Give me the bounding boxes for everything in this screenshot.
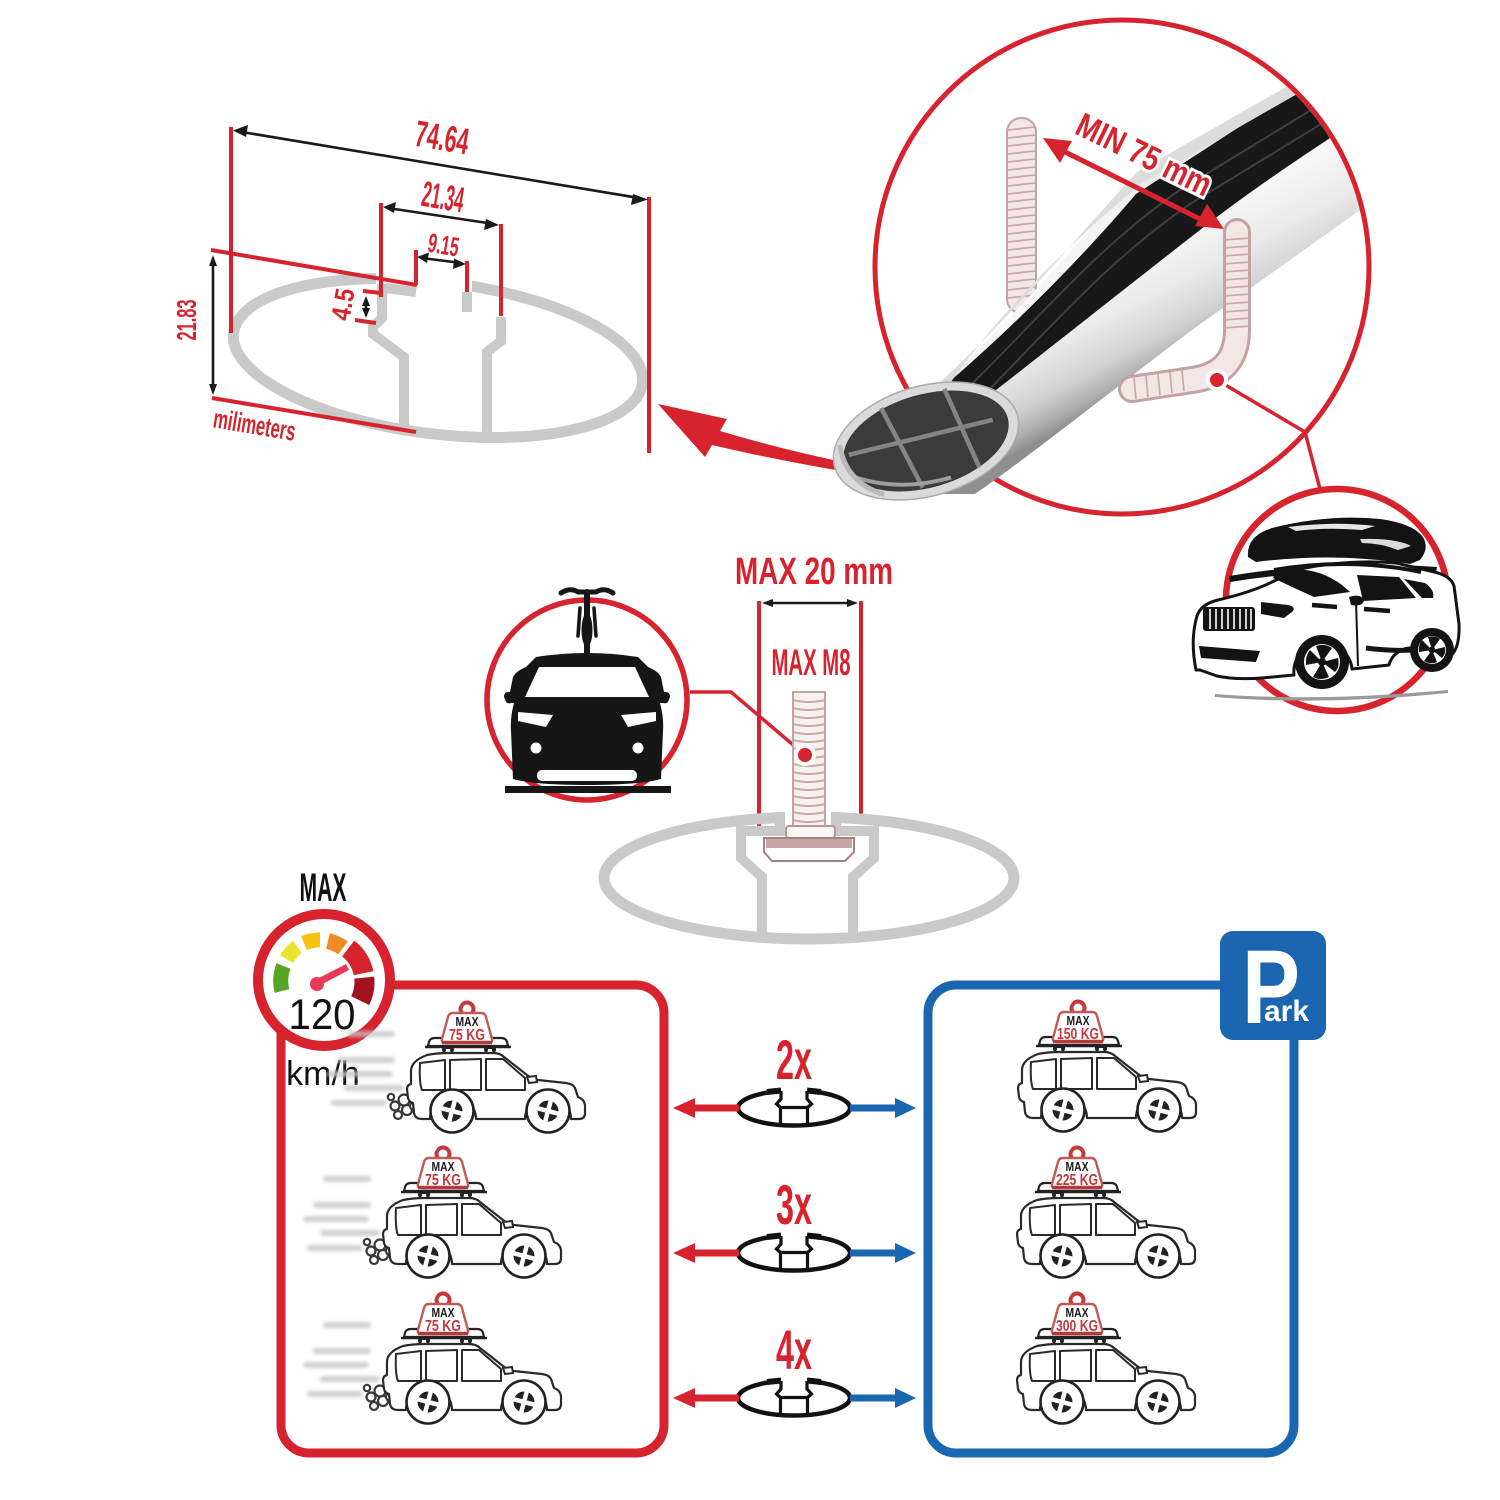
svg-text:225 KG: 225 KG [1056, 1172, 1098, 1189]
svg-text:9.15: 9.15 [426, 228, 462, 263]
svg-text:MAX: MAX [300, 866, 347, 910]
svg-text:3x: 3x [776, 1173, 812, 1236]
svg-text:75 KG: 75 KG [425, 1318, 461, 1335]
svg-text:MAX: MAX [1066, 1159, 1089, 1174]
svg-text:300 KG: 300 KG [1056, 1318, 1098, 1335]
svg-text:MAX M8: MAX M8 [772, 642, 851, 683]
svg-text:21.83: 21.83 [171, 300, 202, 341]
svg-text:MAX: MAX [1067, 1013, 1090, 1028]
svg-text:MAX: MAX [432, 1305, 455, 1320]
svg-text:75 KG: 75 KG [449, 1027, 485, 1044]
svg-text:ark: ark [1264, 995, 1309, 1028]
svg-text:2x: 2x [776, 1028, 812, 1091]
svg-text:P: P [1242, 929, 1300, 1046]
svg-text:MAX: MAX [456, 1014, 479, 1029]
svg-text:4.5: 4.5 [326, 286, 361, 323]
svg-text:150 KG: 150 KG [1057, 1026, 1099, 1043]
svg-text:4x: 4x [776, 1318, 812, 1381]
svg-text:MAX: MAX [432, 1159, 455, 1174]
svg-text:21.34: 21.34 [419, 173, 467, 220]
svg-text:MAX: MAX [1066, 1305, 1089, 1320]
svg-text:74.64: 74.64 [412, 113, 472, 162]
svg-text:MAX 20 mm: MAX 20 mm [735, 551, 893, 593]
svg-text:75 KG: 75 KG [425, 1172, 461, 1189]
svg-text:120: 120 [289, 991, 356, 1039]
